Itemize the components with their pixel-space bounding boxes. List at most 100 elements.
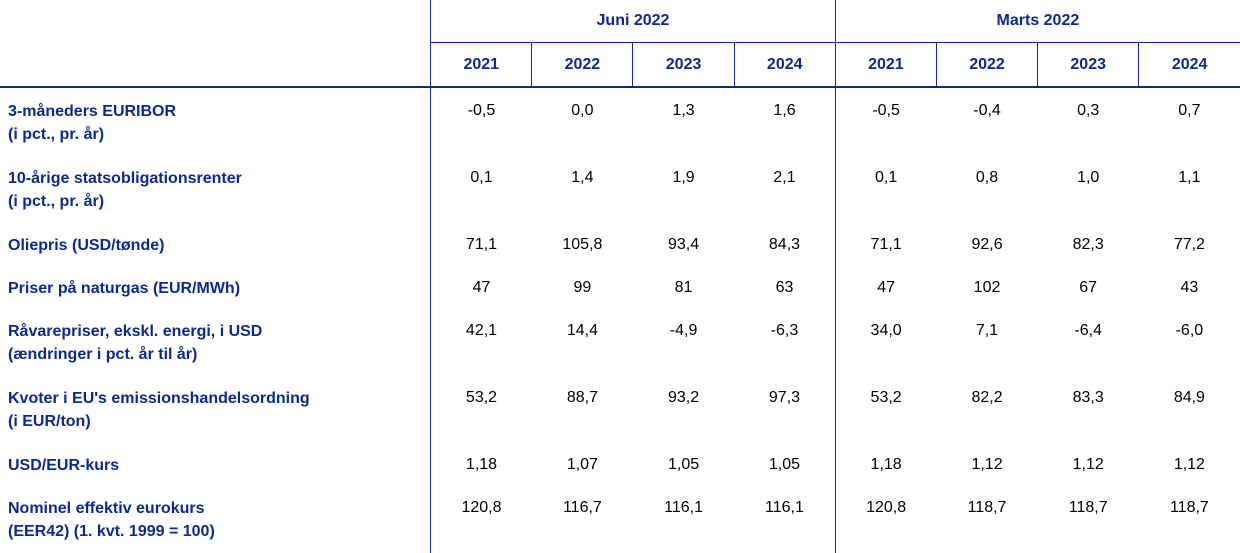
table-row: Priser på naturgas (EUR/MWh) 47 99 81 63… <box>0 265 1240 308</box>
year-header: 2024 <box>734 42 836 88</box>
value-cell: 67 <box>1079 279 1098 296</box>
value-cell: 1,3 <box>672 102 695 119</box>
value-cell: 81 <box>674 279 693 296</box>
value-cell: 84,3 <box>768 236 801 253</box>
year-header: 2022 <box>936 42 1039 88</box>
value-cell: 1,07 <box>566 456 598 473</box>
table-row: Kvoter i EU's emissionshandelsordning (i … <box>0 375 1240 442</box>
value-cell: 0,1 <box>430 155 532 222</box>
row-label-line1: Oliepris (USD/tønde) <box>8 237 165 254</box>
value-cell: 1,05 <box>768 456 801 473</box>
value-cell: 77,2 <box>1173 236 1205 253</box>
value-cell: 99 <box>573 279 592 296</box>
value-cell: -6,3 <box>770 322 799 339</box>
value-cell: 0,0 <box>571 102 594 119</box>
value-cell: 1,12 <box>1173 456 1205 473</box>
value-cell: 0,8 <box>975 169 999 186</box>
value-cell: 92,6 <box>971 236 1003 253</box>
value-cell: 118,7 <box>1169 499 1209 516</box>
row-label-line1: Råvarepriser, ekskl. energi, i USD <box>8 323 263 340</box>
row-label: 3-måneders EURIBOR(i pct., pr. år) <box>0 87 431 155</box>
row-label-line1: Nominel effektiv eurokurs <box>8 500 205 517</box>
value-cell: -0,4 <box>973 102 1001 119</box>
row-label: Kvoter i EU's emissionshandelsordning (i … <box>0 375 431 442</box>
value-cell: 1,12 <box>971 456 1003 473</box>
row-label-line2: (ændringer i pct. år til år) <box>8 346 198 363</box>
value-cell: 1,6 <box>773 102 796 119</box>
value-cell: 1,9 <box>672 169 695 186</box>
value-cell: -0,5 <box>430 87 532 155</box>
header-blank-cell <box>0 0 431 43</box>
value-cell: 120,8 <box>430 485 532 553</box>
value-cell: 118,7 <box>967 499 1007 516</box>
value-cell: 0,7 <box>1178 102 1201 119</box>
row-label: Oliepris (USD/tønde) <box>0 222 431 265</box>
value-cell: 14,4 <box>566 322 598 339</box>
value-cell: 71,1 <box>834 222 937 265</box>
row-label: 10-årige statsobligationsrenter(i pct., … <box>0 155 431 222</box>
table-row: 3-måneders EURIBOR(i pct., pr. år) -0,5 … <box>0 87 1240 155</box>
value-cell: 2,1 <box>773 169 796 186</box>
value-cell: 93,4 <box>667 236 700 253</box>
year-header-blank-cell <box>0 42 431 88</box>
value-cell: 7,1 <box>975 322 999 339</box>
value-cell: 1,12 <box>1072 456 1104 473</box>
value-cell: 53,2 <box>430 375 532 442</box>
table-row: Råvarepriser, ekskl. energi, i USD (ændri… <box>0 308 1240 375</box>
value-cell: 47 <box>430 265 532 308</box>
row-label: USD/EUR-kurs <box>0 442 431 485</box>
value-cell: 102 <box>973 279 1001 296</box>
value-cell: -6,4 <box>1074 322 1102 339</box>
year-header: 2022 <box>531 42 634 88</box>
value-cell: 116,1 <box>664 499 703 516</box>
value-cell: 0,3 <box>1077 102 1100 119</box>
year-header: 2023 <box>632 42 735 88</box>
value-cell: 120,8 <box>834 485 937 553</box>
group-header-june-2022: Juni 2022 <box>430 0 836 43</box>
row-label: Priser på naturgas (EUR/MWh) <box>0 265 431 308</box>
value-cell: 97,3 <box>768 389 801 406</box>
value-cell: 82,3 <box>1072 236 1104 253</box>
table-row: 10-årige statsobligationsrenter(i pct., … <box>0 155 1240 222</box>
value-cell: 1,18 <box>430 442 532 485</box>
row-label-line1: Priser på naturgas (EUR/MWh) <box>8 280 241 297</box>
value-cell: 43 <box>1180 279 1199 296</box>
row-label-line1: Kvoter i EU's emissionshandelsordning <box>8 390 310 407</box>
value-cell: 71,1 <box>430 222 532 265</box>
value-cell: 83,3 <box>1072 389 1104 406</box>
value-cell: 53,2 <box>834 375 937 442</box>
value-cell: 42,1 <box>430 308 532 375</box>
value-cell: 116,7 <box>562 499 602 516</box>
value-cell: 0,1 <box>834 155 937 222</box>
year-header: 2024 <box>1138 42 1240 88</box>
table-row: USD/EUR-kurs 1,18 1,07 1,05 1,05 1,18 1,… <box>0 442 1240 485</box>
table-row: Oliepris (USD/tønde) 71,1 105,8 93,4 84,… <box>0 222 1240 265</box>
value-cell: 82,2 <box>971 389 1003 406</box>
value-cell: 34,0 <box>834 308 937 375</box>
row-label-line2: (i EUR/ton) <box>8 413 91 430</box>
value-cell: 84,9 <box>1173 389 1205 406</box>
value-cell: 47 <box>834 265 937 308</box>
row-label-line1: 10-årige statsobligationsrenter <box>8 170 242 187</box>
value-cell: 118,7 <box>1068 499 1108 516</box>
value-cell: 1,4 <box>571 169 594 186</box>
value-cell: -0,5 <box>834 87 937 155</box>
row-label-line2: (i pct., pr. år) <box>8 126 105 143</box>
row-label: Nominel effektiv eurokurs (EER42) (1. kvt… <box>0 485 431 553</box>
group-header-march-2022: Marts 2022 <box>834 0 1240 43</box>
value-cell: 1,18 <box>834 442 937 485</box>
value-cell: 63 <box>775 279 794 296</box>
value-cell: -6,0 <box>1175 322 1204 339</box>
value-cell: 105,8 <box>562 236 603 253</box>
value-cell: 1,05 <box>667 456 700 473</box>
year-header: 2021 <box>430 42 533 88</box>
value-cell: 88,7 <box>566 389 598 406</box>
value-cell: 1,0 <box>1077 169 1100 186</box>
row-label: Råvarepriser, ekskl. energi, i USD (ændri… <box>0 308 431 375</box>
year-header-row: 2021 2022 2023 2024 2021 2022 2023 2024 <box>0 42 1240 88</box>
value-cell: 93,2 <box>667 389 700 406</box>
row-label-line1: USD/EUR-kurs <box>8 457 120 474</box>
row-label-line2: (EER42) (1. kvt. 1999 = 100) <box>8 523 215 540</box>
